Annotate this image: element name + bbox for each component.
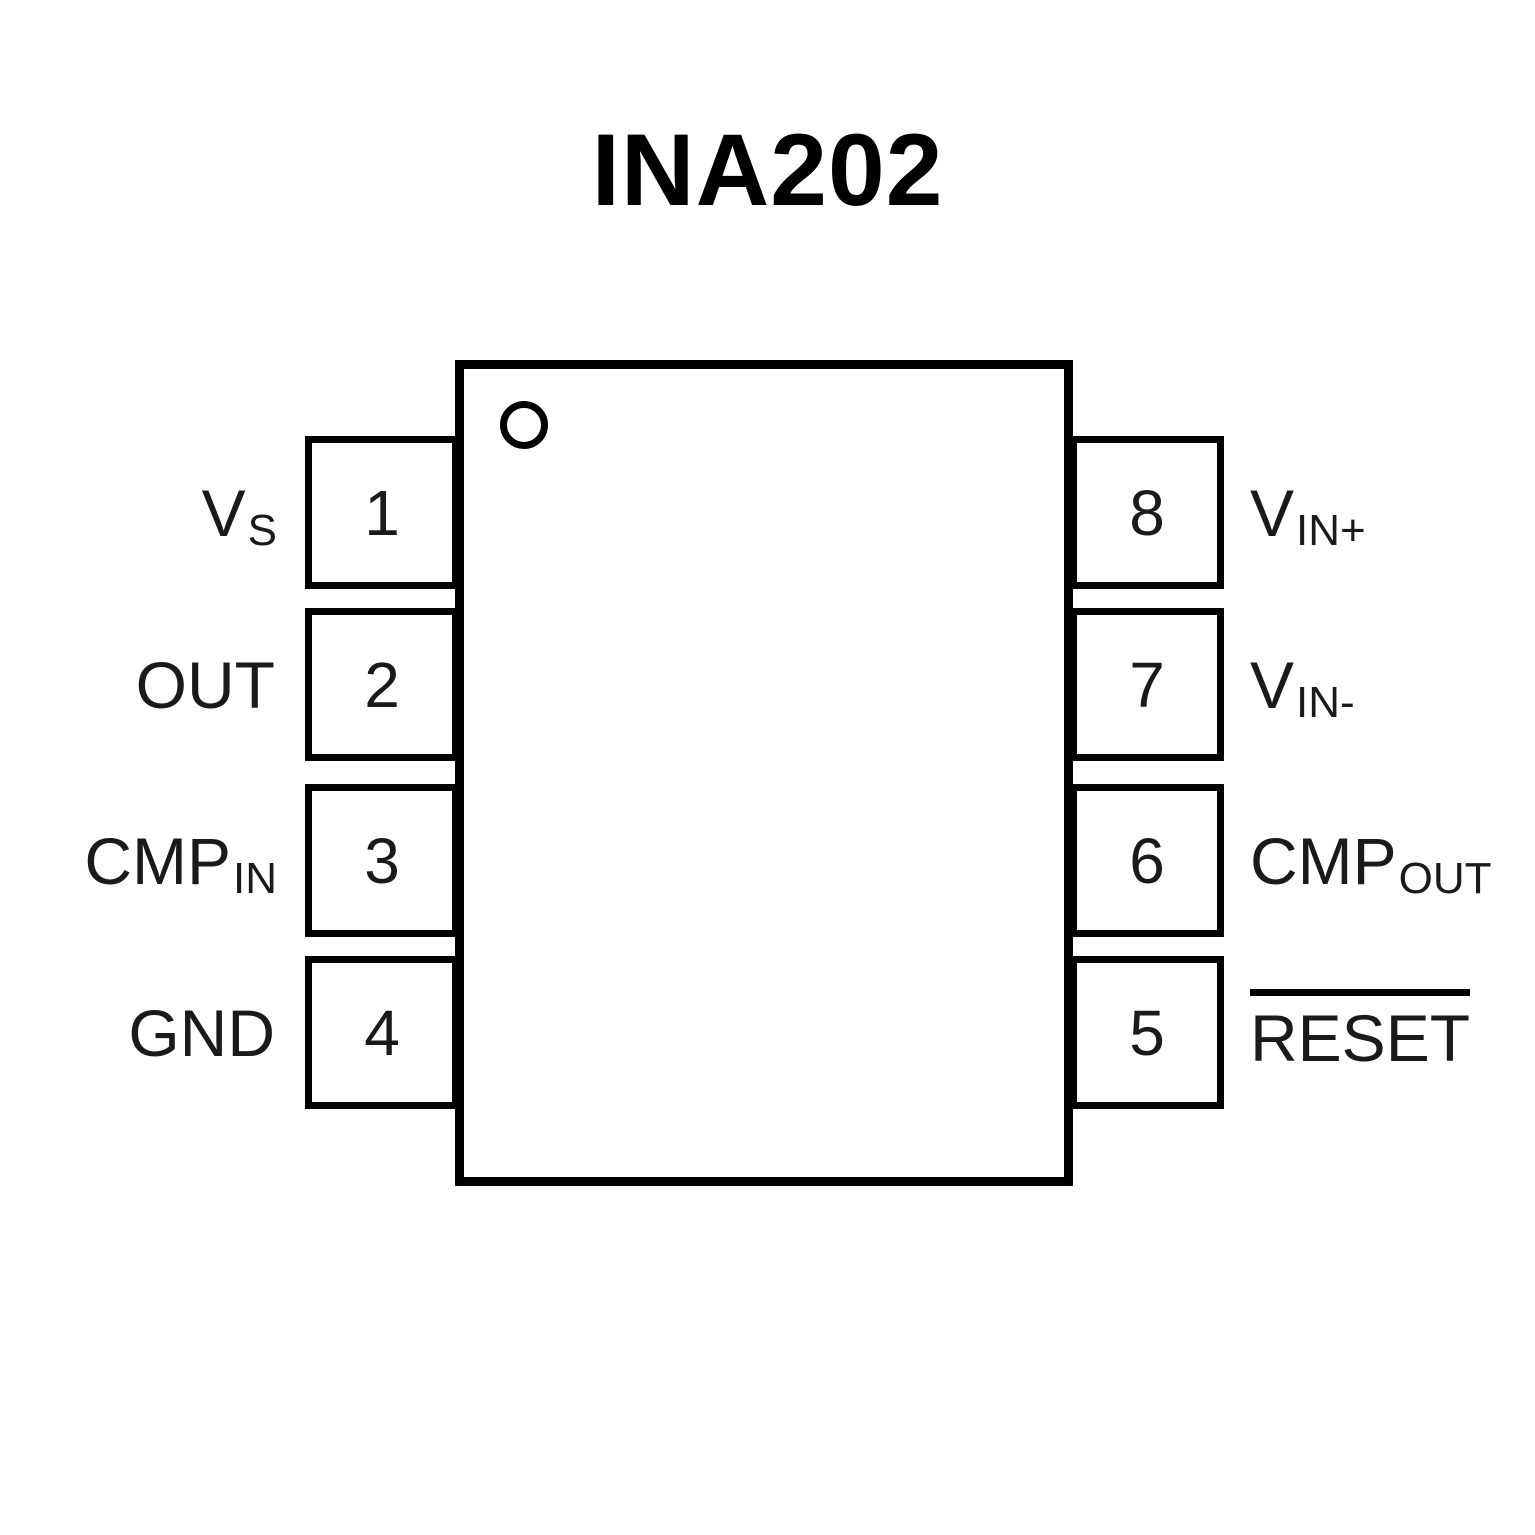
pin-label-6-text: CMP	[1250, 823, 1397, 898]
pin-label-5-text: RESET	[1250, 989, 1471, 1076]
pin-label-7-subscript: IN-	[1296, 677, 1355, 727]
pin-box-1: 1	[305, 436, 459, 589]
pin-number-6: 6	[1129, 824, 1165, 897]
chip-body	[455, 360, 1073, 1186]
pin-label-7-text: V	[1250, 647, 1295, 722]
pin-number-8: 8	[1129, 476, 1165, 549]
pin-label-8-text: V	[1250, 475, 1295, 550]
pin-box-2: 2	[305, 608, 459, 761]
pin-number-1: 1	[364, 476, 400, 549]
pin-label-8-subscript: IN+	[1296, 505, 1366, 555]
pin-box-3: 3	[305, 784, 459, 937]
pin-box-8: 8	[1070, 436, 1224, 589]
pin-number-4: 4	[364, 996, 400, 1069]
pin-label-4: GND	[30, 956, 275, 1109]
pin-box-5: 5	[1070, 956, 1224, 1109]
pin-box-6: 6	[1070, 784, 1224, 937]
pin-label-6-subscript: OUT	[1398, 853, 1492, 903]
pin-number-2: 2	[364, 648, 400, 721]
pin-label-2-text: OUT	[135, 647, 275, 722]
pin-label-1-subscript: S	[247, 505, 277, 555]
pin-label-3-subscript: IN	[233, 853, 277, 903]
chip-title: INA202	[591, 113, 944, 227]
pin-label-5: RESET	[1250, 956, 1530, 1109]
pin-number-7: 7	[1129, 648, 1165, 721]
pin-label-1-text: V	[201, 475, 246, 550]
pin-label-2: OUT	[30, 608, 275, 761]
pin-label-3-text: CMP	[84, 823, 231, 898]
pin-box-7: 7	[1070, 608, 1224, 761]
pin-box-4: 4	[305, 956, 459, 1109]
pin-number-5: 5	[1129, 996, 1165, 1069]
pin-number-3: 3	[364, 824, 400, 897]
pin-label-4-text: GND	[128, 995, 275, 1070]
pin1-indicator-dot	[500, 401, 548, 449]
